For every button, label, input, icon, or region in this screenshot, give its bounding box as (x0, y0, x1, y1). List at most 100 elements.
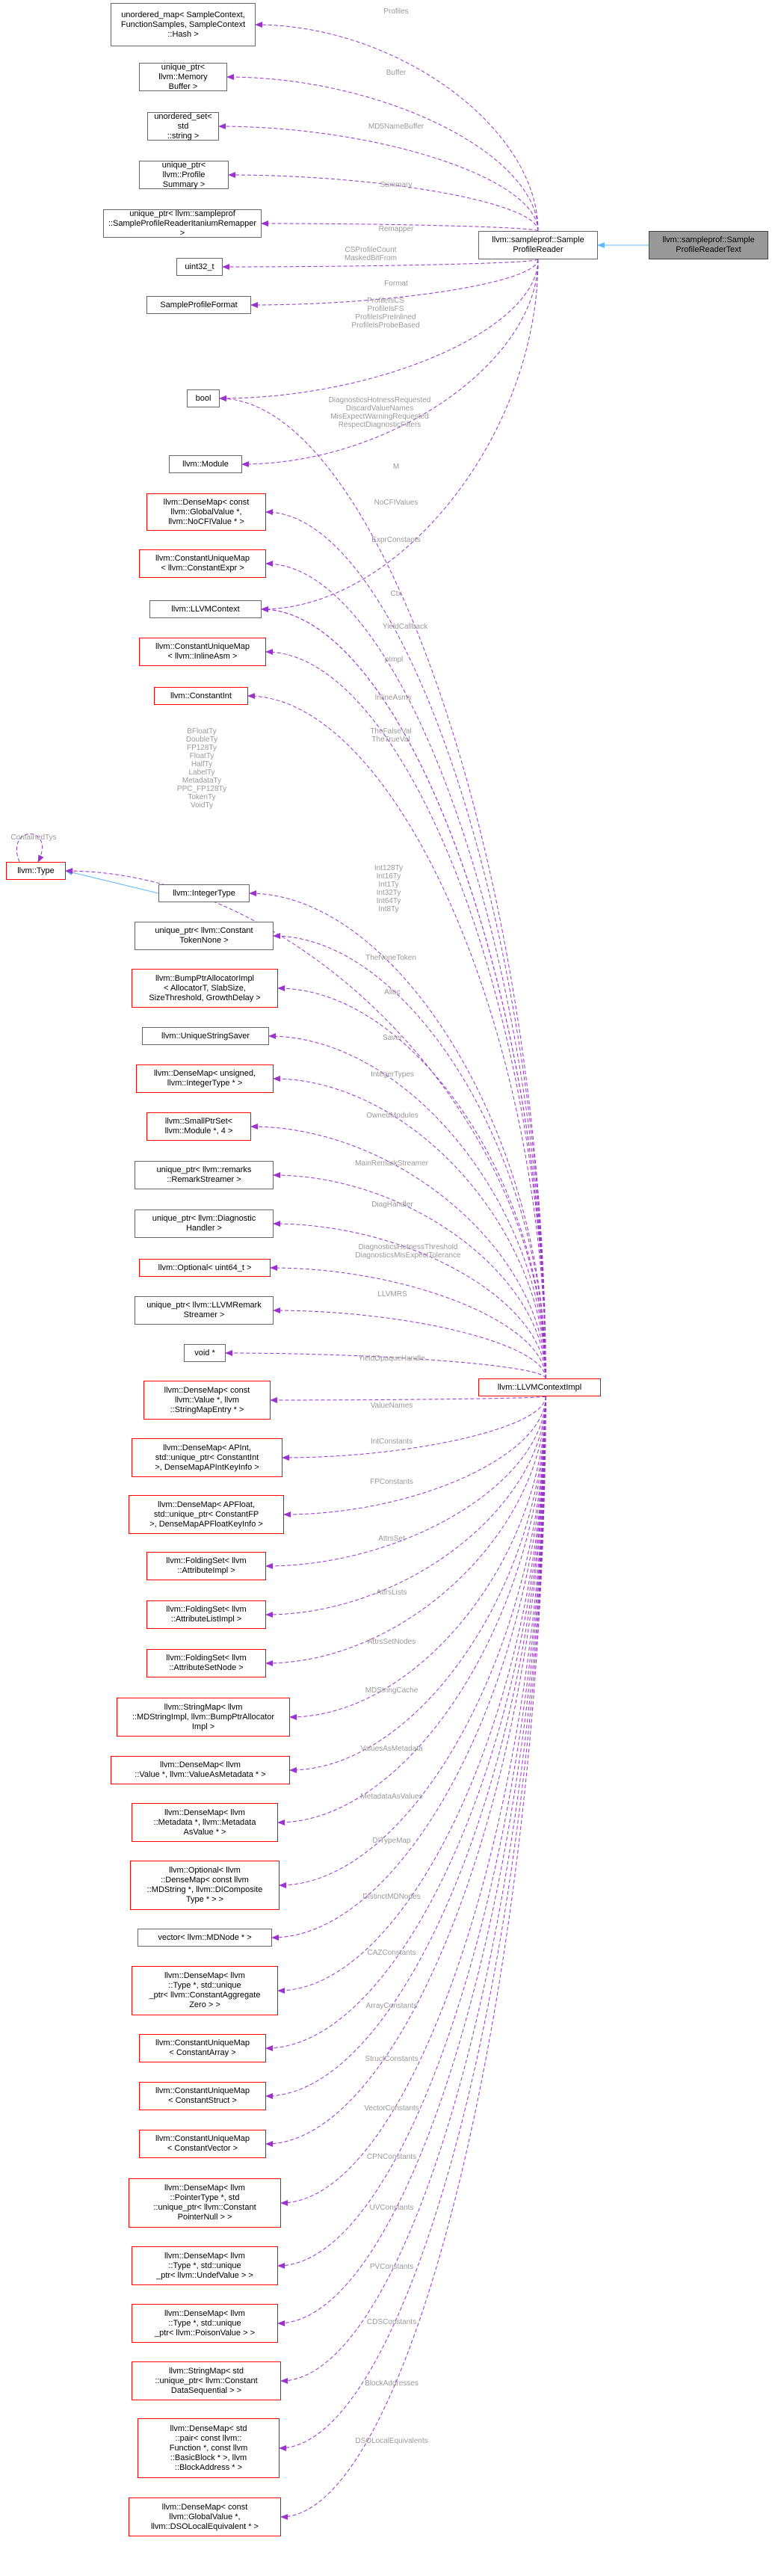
class-node-n-inlineasm[interactable]: llvm::ConstantUniqueMap < llvm::InlineAs… (139, 638, 266, 666)
edge-inherit-1 (65, 869, 159, 894)
class-node-n-attrs[interactable]: llvm::FoldingSet< llvm ::AttributeImpl > (146, 1552, 266, 1580)
class-node-n-md5[interactable]: unordered_set< std ::string > (147, 112, 219, 141)
class-node-n-mdstring[interactable]: llvm::StringMap< llvm ::MDStringImpl, ll… (117, 1698, 290, 1737)
class-node-n-caz[interactable]: llvm::DenseMap< llvm ::Type *, std::uniq… (132, 1966, 278, 2015)
class-node-n-uv[interactable]: llvm::DenseMap< llvm ::Type *, std::uniq… (132, 2246, 278, 2285)
class-node-n-attrlists[interactable]: llvm::FoldingSet< llvm ::AttributeListIm… (146, 1600, 266, 1629)
edge-label: Buffer (386, 69, 407, 77)
edge-label: MD5NameBuffer (368, 123, 424, 131)
class-node-n-void[interactable]: void * (184, 1344, 226, 1362)
edge-usage-21 (249, 890, 546, 1379)
edge-usage-10 (219, 395, 546, 1379)
class-node-n-remapper[interactable]: unique_ptr< llvm::sampleprof ::SamplePro… (103, 209, 262, 238)
class-node-n-attrset[interactable]: llvm::FoldingSet< llvm ::AttributeSetNod… (146, 1649, 266, 1677)
class-node-n-buffer[interactable]: unique_ptr< llvm::Memory Buffer > (139, 63, 227, 91)
edge-label: DITypeMap (372, 1837, 411, 1845)
edge-label: FPConstants (370, 1478, 413, 1486)
class-node-n-cint[interactable]: llvm::ConstantInt (154, 687, 248, 705)
class-node-n-vecmd[interactable]: vector< llvm::MDNode * > (138, 1929, 272, 1947)
class-node-main[interactable]: llvm::sampleprof::Sample ProfileReaderTe… (649, 231, 768, 259)
class-node-n-dsolocal[interactable]: llvm::DenseMap< const llvm::GlobalValue … (129, 2498, 281, 2536)
class-node-n-module[interactable]: llvm::Module (169, 455, 242, 473)
edge-usage-36 (265, 1396, 546, 1618)
edge-usage-18 (247, 693, 546, 1379)
class-node-n-ditype[interactable]: llvm::Optional< llvm ::DenseMap< const l… (130, 1861, 280, 1910)
edge-label: Alloc (384, 988, 401, 996)
edge-usage-13 (265, 561, 546, 1379)
class-node-n-cpn[interactable]: llvm::DenseMap< llvm ::PointerType *, st… (129, 2178, 281, 2228)
edge-usage-8 (250, 259, 539, 308)
edge-usage-32 (270, 1396, 546, 1403)
edge-usage-51 (279, 1396, 546, 2451)
edge-label: Format (384, 280, 408, 288)
edge-label: ArrayConstants (365, 2002, 418, 2010)
edge-label: DiagnosticsHotnessThreshold DiagnosticsM… (355, 1243, 461, 1260)
class-node-n-valuenames[interactable]: llvm::DenseMap< const llvm::Value *, llv… (143, 1381, 271, 1420)
class-node-n-pv[interactable]: llvm::DenseMap< llvm ::Type *, std::uniq… (132, 2304, 278, 2343)
edge-usage-14 (261, 259, 539, 612)
class-node-n-diag[interactable]: unique_ptr< llvm::Diagnostic Handler > (135, 1210, 274, 1238)
class-node-n-optional[interactable]: llvm::Optional< uint64_t > (139, 1259, 271, 1277)
class-node-impl[interactable]: llvm::LLVMContextImpl (478, 1378, 601, 1396)
edge-usage-2 (255, 22, 539, 232)
class-node-n-type[interactable]: llvm::Type (6, 862, 66, 880)
class-node-n-format[interactable]: SampleProfileFormat (146, 296, 251, 314)
edge-usage-12 (265, 509, 546, 1379)
class-node-n-ownedmods[interactable]: llvm::SmallPtrSet< llvm::Module *, 4 > (146, 1112, 251, 1141)
edge-layer (16, 22, 649, 2520)
class-node-n-alloc[interactable]: llvm::BumpPtrAllocatorImpl < AllocatorT,… (132, 969, 278, 1008)
class-node-n-apfloat[interactable]: llvm::DenseMap< APFloat, std::unique_ptr… (129, 1495, 284, 1534)
class-node-n-valasmd[interactable]: llvm::DenseMap< llvm ::Value *, llvm::Va… (111, 1756, 290, 1784)
class-node-n-bool[interactable]: bool (187, 389, 220, 407)
edge-label: MetadataAsValues (360, 1793, 423, 1801)
class-node-n-mdasval[interactable]: llvm::DenseMap< llvm ::Metadata *, llvm:… (132, 1803, 278, 1842)
edge-label: YieldOpaqueHandle (358, 1355, 425, 1363)
edge-usage-31 (225, 1350, 546, 1379)
edge-label: UVConstants (369, 2204, 414, 2212)
class-node-n-cds[interactable]: llvm::StringMap< std ::unique_ptr< llvm:… (132, 2361, 281, 2400)
edge-usage-47 (280, 1396, 546, 2206)
class-node-n-summary[interactable]: unique_ptr< llvm::Profile Summary > (139, 161, 229, 189)
edge-usage-42 (271, 1396, 546, 1941)
class-node-n-blockaddr[interactable]: llvm::DenseMap< std ::pair< const llvm::… (138, 2418, 280, 2478)
class-node-spr[interactable]: llvm::sampleprof::Sample ProfileReader (478, 231, 598, 259)
class-node-n-uint32[interactable]: uint32_t (176, 258, 223, 276)
class-node-n-exprc[interactable]: llvm::ConstantUniqueMap < llvm::Constant… (139, 549, 266, 578)
class-node-n-nocfi[interactable]: llvm::DenseMap< const llvm::GlobalValue … (146, 493, 266, 531)
edge-usage-48 (277, 1396, 546, 2269)
class-node-n-apint[interactable]: llvm::DenseMap< APInt, std::unique_ptr< … (132, 1438, 282, 1477)
edge-label: AttrsSetNodes (367, 1638, 416, 1646)
edge-usage-50 (280, 1396, 546, 2384)
edge-label: MainRemarkStreamer (355, 1159, 428, 1168)
class-node-n-inttype[interactable]: llvm::IntegerType (158, 884, 250, 902)
edge-usage-34 (283, 1396, 546, 1517)
edge-label: VectorConstants (364, 2104, 419, 2113)
edge-label: TheFalseVal TheTrueVal (370, 727, 412, 744)
edge-usage-5 (228, 172, 539, 232)
class-node-n-tokennone[interactable]: unique_ptr< llvm::Constant TokenNone > (135, 922, 274, 950)
class-node-n-cvector[interactable]: llvm::ConstantUniqueMap < ConstantVector… (139, 2130, 266, 2158)
class-node-n-inttypes[interactable]: llvm::DenseMap< unsigned, llvm::IntegerT… (136, 1064, 274, 1093)
edge-usage-28 (273, 1221, 546, 1379)
edge-label: ValueNames (370, 1402, 413, 1410)
class-node-n-saver[interactable]: llvm::UniqueStringSaver (142, 1027, 269, 1045)
edge-label: InlineAsms (374, 694, 412, 702)
edge-label: DSOLocalEquivalents (355, 2437, 428, 2445)
class-node-n-carray[interactable]: llvm::ConstantUniqueMap < ConstantArray … (139, 2034, 266, 2062)
edge-usage-35 (265, 1396, 546, 1569)
class-node-n-llvmrs[interactable]: unique_ptr< llvm::LLVMRemark Streamer > (135, 1296, 274, 1325)
edge-usage-46 (265, 1396, 546, 2147)
class-node-n-cstruct[interactable]: llvm::ConstantUniqueMap < ConstantStruct… (139, 2082, 266, 2110)
edge-label: ExprConstants (371, 536, 421, 544)
edge-usage-49 (277, 1396, 546, 2326)
class-node-n-profiles[interactable]: unordered_map< SampleContext, FunctionSa… (111, 3, 256, 46)
edge-usage-27 (273, 1172, 546, 1379)
class-node-n-remark[interactable]: unique_ptr< llvm::remarks ::RemarkStream… (135, 1161, 274, 1189)
edge-usage-26 (250, 1124, 546, 1379)
edge-label: CSProfileCount MaskedBitFrom (344, 246, 398, 262)
class-node-n-ctx[interactable]: llvm::LLVMContext (149, 600, 262, 618)
edge-label: Summary (380, 181, 413, 189)
edge-label: Profiles (383, 7, 409, 16)
edge-label: CDSConstants (366, 2318, 417, 2326)
